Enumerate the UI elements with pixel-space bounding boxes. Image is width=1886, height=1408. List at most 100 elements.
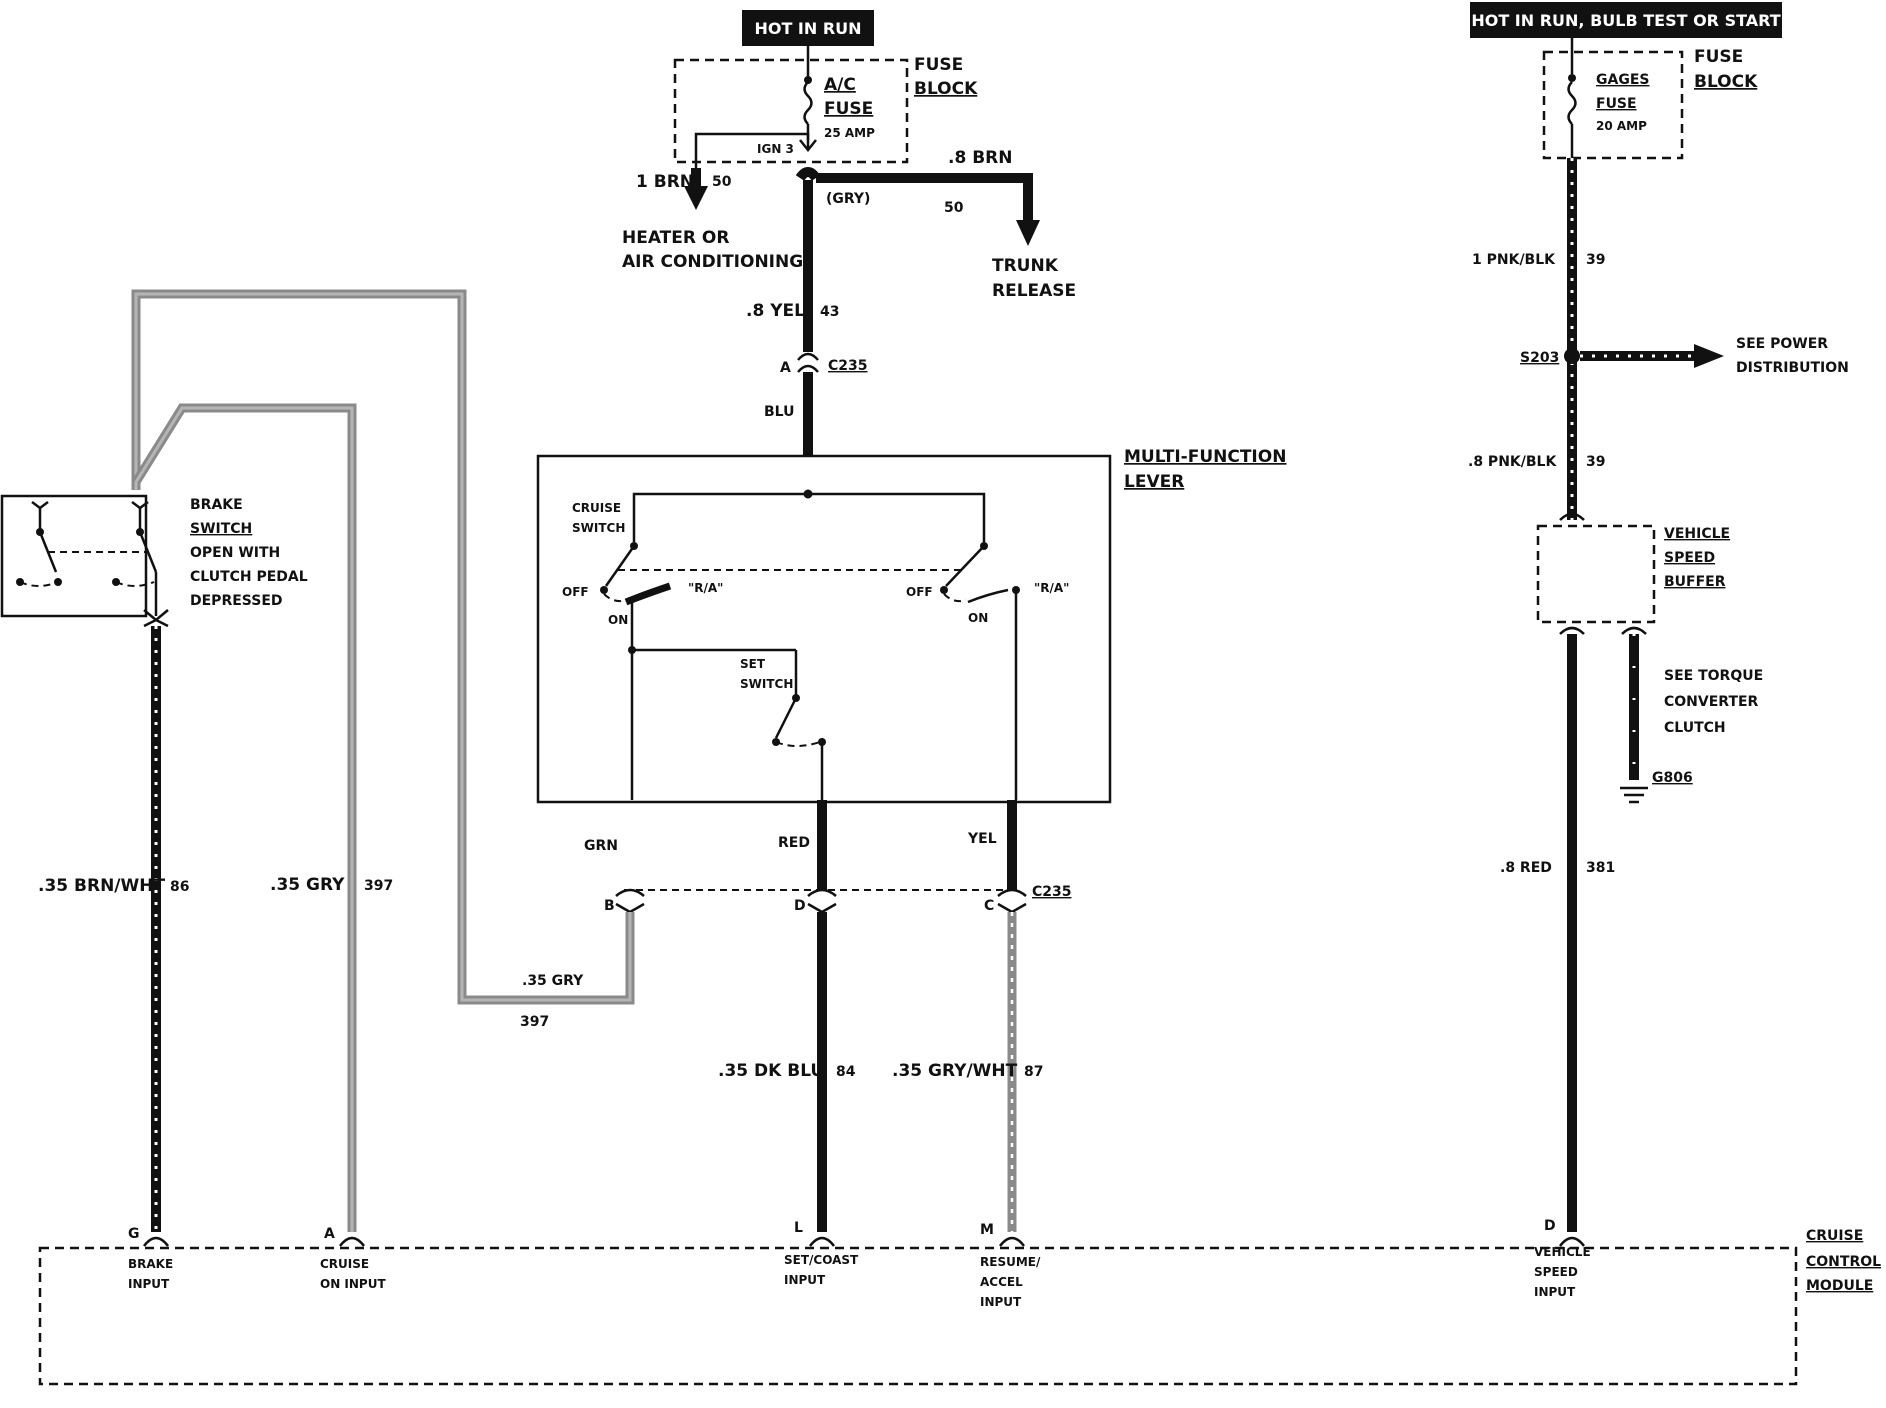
cruise-on-input-label-2: ON INPUT bbox=[320, 1277, 386, 1291]
cruise-switch-left-blade bbox=[604, 545, 636, 587]
dk-blu-wire-gauge: .35 DK BLU bbox=[718, 1061, 824, 1081]
heater-wire-gauge: 1 BRN bbox=[636, 172, 694, 192]
gry-wire-gauge: .35 GRY bbox=[270, 875, 345, 895]
fuse-block-right-label: FUSE bbox=[1694, 47, 1743, 67]
c235-bottom-label: C235 bbox=[1032, 884, 1072, 900]
resume-accel-input-label-2: ACCEL bbox=[980, 1275, 1023, 1289]
hot-in-run-banner-bg bbox=[742, 10, 874, 46]
pin-a-label: A bbox=[324, 1226, 335, 1242]
brn-wht-wire-circuit: 86 bbox=[170, 879, 189, 895]
fuse-block-right bbox=[1542, 50, 1684, 160]
cruise-on-input-label: CRUISE bbox=[320, 1257, 369, 1271]
brake-switch-label-3: OPEN WITH bbox=[190, 545, 280, 561]
gages-fuse-symbol bbox=[1567, 81, 1577, 125]
see-power-label-2: DISTRIBUTION bbox=[1736, 360, 1849, 376]
vehicle-speed-buffer-label: VEHICLE bbox=[1664, 526, 1730, 542]
hot-in-run-banner: HOT IN RUN bbox=[754, 19, 861, 38]
ra-right-label: "R/A" bbox=[1034, 581, 1069, 595]
c235-top-label: C235 bbox=[828, 358, 868, 374]
vehicle-speed-buffer bbox=[1536, 524, 1656, 624]
cruise-switch-right-blade bbox=[945, 545, 985, 587]
hot-in-run-bulb-test-banner: HOT IN RUN, BULB TEST OR START bbox=[1471, 11, 1780, 30]
cruise-switch-label: CRUISE bbox=[572, 501, 621, 515]
vehicle-speed-buffer-label-2: SPEED bbox=[1664, 550, 1715, 566]
set-switch-blade bbox=[774, 697, 798, 739]
set-switch-label-2: SWITCH bbox=[740, 677, 793, 691]
gry-wht-wire-gauge: .35 GRY/WHT bbox=[892, 1061, 1018, 1081]
brake-input-label: BRAKE bbox=[128, 1257, 173, 1271]
ign-3-label: IGN 3 bbox=[757, 142, 794, 156]
pnk-blk-2-gauge: .8 PNK/BLK bbox=[1468, 454, 1557, 470]
pin-b-label: B bbox=[604, 898, 615, 914]
brake-switch-label-5: DEPRESSED bbox=[190, 593, 283, 609]
brake-switch-label-4: CLUTCH PEDAL bbox=[190, 569, 308, 585]
ac-fuse-name-2: FUSE bbox=[824, 99, 873, 119]
pnk-blk-2-circuit: 39 bbox=[1586, 454, 1605, 470]
multi-function-lever bbox=[536, 454, 1112, 804]
pin-c-connector bbox=[997, 888, 1027, 897]
ra-left-label: "R/A" bbox=[688, 581, 723, 595]
pin-d-label: D bbox=[794, 898, 806, 914]
multi-function-label-2: LEVER bbox=[1124, 472, 1184, 492]
off-right-label: OFF bbox=[906, 585, 933, 599]
gages-fuse-rating: 20 AMP bbox=[1596, 119, 1647, 133]
heater-wire-circuit: 50 bbox=[712, 174, 732, 190]
brake-switch-label: BRAKE bbox=[190, 497, 243, 513]
trunk-destination: TRUNK bbox=[992, 256, 1059, 276]
yel-wire-label: YEL bbox=[967, 831, 997, 847]
ac-fuse-symbol bbox=[803, 81, 813, 125]
cruise-switch-label-2: SWITCH bbox=[572, 521, 625, 535]
brake-input-label-2: INPUT bbox=[128, 1277, 170, 1291]
brake-switch bbox=[0, 494, 148, 618]
module-label: CRUISE bbox=[1806, 1228, 1863, 1244]
pin-b-connector bbox=[615, 888, 645, 897]
ac-fuse-name: A/C bbox=[824, 75, 856, 95]
fuse-output-connector bbox=[795, 167, 821, 182]
fuse-block-right-label-2: BLOCK bbox=[1694, 72, 1758, 92]
pin-d-connector bbox=[807, 888, 837, 897]
ac-fuse-rating: 25 AMP bbox=[824, 126, 875, 140]
vehicle-speed-input-label-3: INPUT bbox=[1534, 1285, 1576, 1299]
heater-destination-2: AIR CONDITIONING bbox=[622, 252, 803, 272]
vehicle-speed-input-label-2: SPEED bbox=[1534, 1265, 1578, 1279]
heater-destination: HEATER OR bbox=[622, 228, 729, 248]
c235-top-pin: A bbox=[780, 360, 791, 376]
fuse-block-left bbox=[673, 58, 909, 164]
brake-switch-label-2: SWITCH bbox=[190, 521, 252, 537]
set-switch-label: SET bbox=[740, 657, 766, 671]
hot-in-run-bulb-banner-bg bbox=[1470, 2, 1782, 38]
pin-c-label: C bbox=[984, 898, 994, 914]
red-wire-gauge: .8 RED bbox=[1500, 860, 1552, 876]
set-coast-input-label: SET/COAST bbox=[784, 1253, 859, 1267]
off-left-label: OFF bbox=[562, 585, 589, 599]
fuse-block-left-label: FUSE bbox=[914, 55, 963, 75]
c235-top-connector bbox=[797, 352, 819, 361]
red-wire-label: RED bbox=[778, 835, 810, 851]
gry-loop-circuit: 397 bbox=[520, 1014, 549, 1030]
g806-label: G806 bbox=[1652, 770, 1693, 786]
fuse-block-left-label-2: BLOCK bbox=[914, 79, 978, 99]
s203-label: S203 bbox=[1520, 350, 1559, 366]
trunk-arrow bbox=[1016, 220, 1040, 246]
module-label-2: CONTROL bbox=[1806, 1254, 1881, 1270]
pin-m-label: M bbox=[980, 1222, 994, 1238]
power-distribution-arrow bbox=[1694, 344, 1724, 368]
yel-wire-circuit: 43 bbox=[820, 304, 839, 320]
torque-converter-label-2: CONVERTER bbox=[1664, 694, 1759, 710]
see-power-label: SEE POWER bbox=[1736, 336, 1828, 352]
on-right-label: ON bbox=[968, 611, 988, 625]
module-label-3: MODULE bbox=[1806, 1278, 1873, 1294]
heater-arrow bbox=[684, 186, 708, 210]
on-left-label: ON bbox=[608, 613, 628, 627]
grn-wire-label: GRN bbox=[584, 838, 618, 854]
pnk-blk-1-gauge: 1 PNK/BLK bbox=[1472, 252, 1556, 268]
dk-blu-wire-circuit: 84 bbox=[836, 1064, 856, 1080]
vehicle-speed-buffer-label-3: BUFFER bbox=[1664, 574, 1726, 590]
gry-wire-circuit: 397 bbox=[364, 878, 393, 894]
gry-loop-gauge: .35 GRY bbox=[522, 973, 584, 989]
resume-accel-input-label-3: INPUT bbox=[980, 1295, 1022, 1309]
trunk-wire-circuit: 50 bbox=[944, 200, 964, 216]
trunk-release-wire bbox=[816, 173, 1033, 222]
s203-splice bbox=[1564, 348, 1580, 364]
cruise-control-module bbox=[38, 1246, 1798, 1386]
